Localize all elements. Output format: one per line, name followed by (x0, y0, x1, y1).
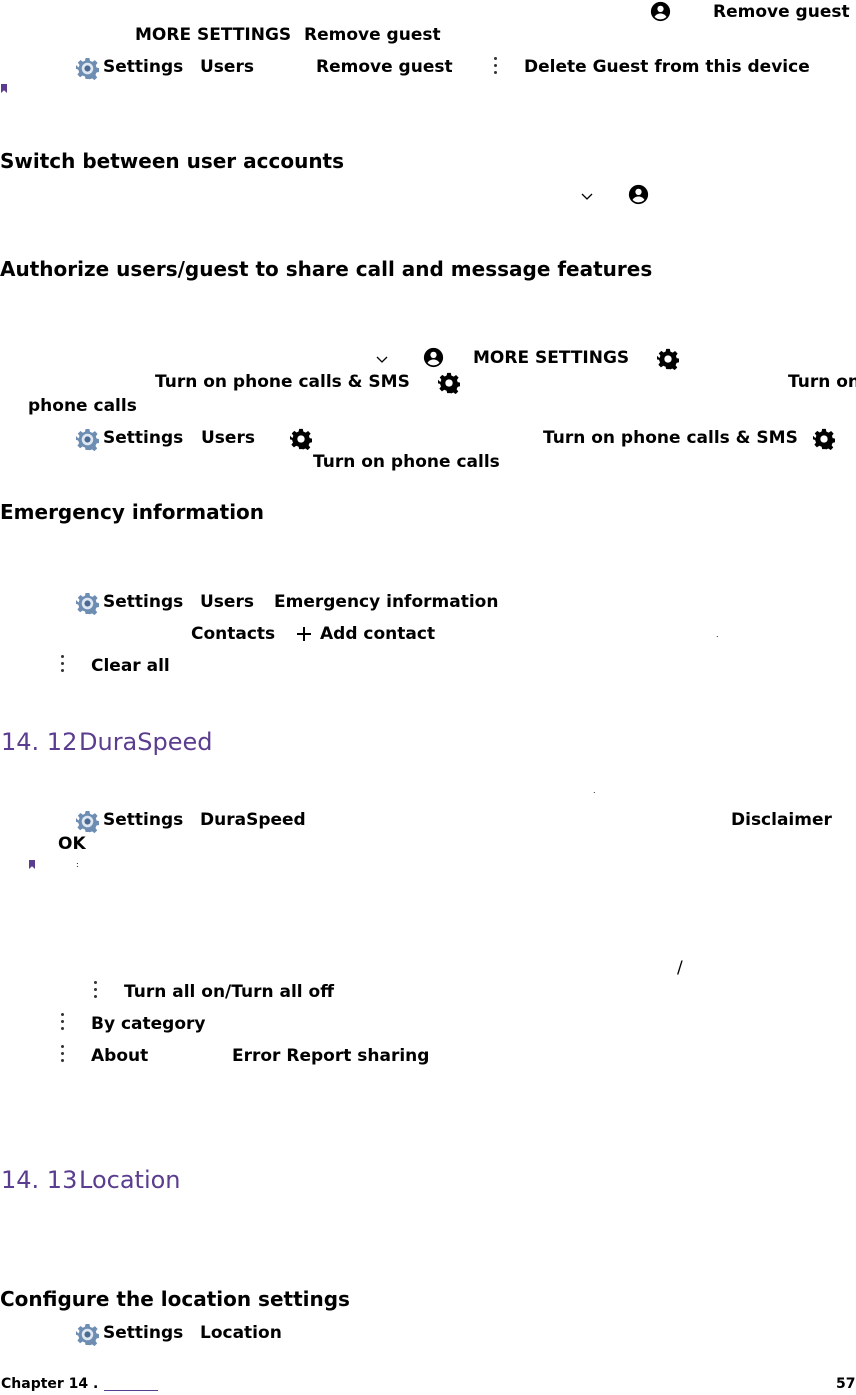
settings-label: Settings (103, 57, 184, 77)
delete-guest-label: Delete Guest from this device (524, 57, 810, 77)
more-vert-icon (494, 57, 498, 78)
contacts-label: Contacts (191, 624, 276, 644)
bookmark-icon (1, 84, 7, 93)
punctuation-colon: : (76, 860, 79, 869)
turn-on-label: Turn on (788, 372, 856, 392)
chevron-down-icon (581, 193, 593, 201)
settings-app-icon (76, 810, 99, 833)
settings-label: Settings (103, 1323, 184, 1343)
account-icon (650, 1, 671, 22)
gear-icon (657, 348, 679, 370)
heading-emergency: Emergency information (0, 500, 265, 524)
punctuation-slash: / (677, 958, 683, 978)
settings-label: Settings (103, 810, 184, 830)
settings-label: Settings (103, 428, 184, 448)
more-settings-label: MORE SETTINGS (135, 25, 292, 45)
section-title: DuraSpeed (79, 728, 213, 756)
turn-on-calls-sms-label: Turn on phone calls & SMS (155, 372, 410, 392)
remove-guest-label: Remove guest (713, 2, 850, 22)
punctuation-dot: . (716, 630, 719, 639)
emergency-information-label: Emergency information (274, 592, 499, 612)
add-contact-label: Add contact (320, 624, 436, 644)
footer-chapter: Chapter 14 . (1, 1376, 99, 1392)
users-label: Users (200, 57, 254, 77)
turn-on-calls-sms-label: Turn on phone calls & SMS (543, 428, 798, 448)
section-number: 14. 13 (1, 1166, 78, 1194)
users-label: Users (200, 592, 254, 612)
duraspeed-label: DuraSpeed (200, 810, 306, 830)
heading-authorize: Authorize users/guest to share call and … (0, 257, 653, 281)
turn-all-label: Turn all on/Turn all off (124, 982, 335, 1002)
disclaimer-label: Disclaimer (731, 810, 832, 830)
users-label: Users (201, 428, 255, 448)
about-label: About (91, 1046, 149, 1066)
remove-guest-label: Remove guest (316, 57, 453, 77)
settings-app-icon (76, 1323, 99, 1346)
settings-app-icon (76, 428, 99, 451)
more-settings-label: MORE SETTINGS (473, 348, 630, 368)
gear-icon (438, 372, 460, 394)
settings-app-icon (76, 57, 99, 80)
more-vert-icon (61, 1045, 65, 1066)
more-vert-icon (94, 981, 98, 1002)
section-number: 14. 12 (1, 728, 78, 756)
bookmark-icon (29, 860, 35, 869)
account-icon (423, 347, 444, 368)
chevron-down-icon (376, 356, 388, 364)
gear-icon (813, 428, 835, 450)
ok-label: OK (58, 834, 86, 854)
location-label: Location (200, 1323, 282, 1343)
settings-label: Settings (103, 592, 184, 612)
footer-page-number: 57 (836, 1376, 856, 1392)
error-report-label: Error Report sharing (232, 1046, 430, 1066)
heading-configure-location: Configure the location settings (0, 1287, 350, 1311)
account-icon (628, 184, 649, 205)
section-title: Location (79, 1166, 181, 1194)
more-vert-icon (61, 1013, 65, 1034)
footer-divider (104, 1390, 158, 1391)
clear-all-label: Clear all (91, 656, 170, 676)
heading-switch-accounts: Switch between user accounts (0, 149, 345, 173)
phone-calls-label: phone calls (28, 396, 137, 416)
by-category-label: By category (91, 1014, 206, 1034)
gear-icon (290, 428, 312, 450)
punctuation-dot: . (593, 786, 596, 795)
turn-on-phone-calls-label: Turn on phone calls (313, 452, 500, 472)
settings-app-icon (76, 592, 99, 615)
remove-guest-label: Remove guest (304, 25, 441, 45)
more-vert-icon (61, 655, 65, 676)
plus-icon (297, 627, 311, 641)
